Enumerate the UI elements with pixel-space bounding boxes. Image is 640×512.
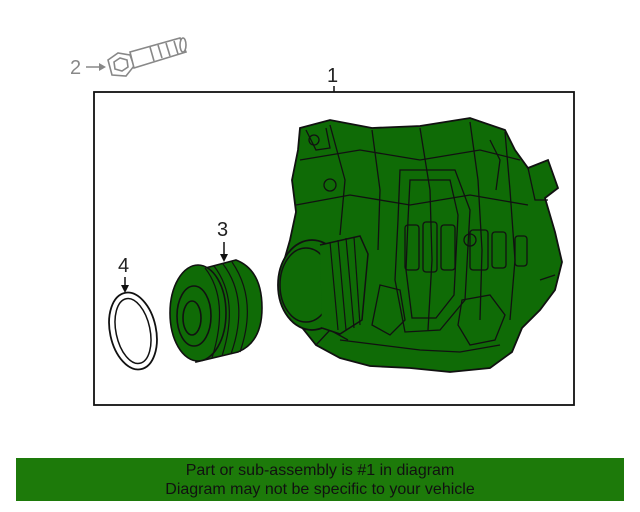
callout-3-arrow	[220, 242, 228, 262]
seal-ring-part[interactable]	[102, 288, 163, 374]
callout-4-arrow	[121, 277, 129, 293]
callout-1: 1	[327, 65, 338, 87]
callout-2: 2	[70, 57, 81, 79]
assembly-frame	[93, 91, 575, 406]
footer-banner: Part or sub-assembly is #1 in diagram Di…	[16, 458, 624, 501]
footer-line-1: Part or sub-assembly is #1 in diagram	[185, 461, 455, 479]
callout-4: 4	[118, 255, 129, 277]
callout-3: 3	[217, 219, 228, 241]
alternator-part[interactable]	[277, 117, 563, 373]
bolt-part[interactable]	[107, 37, 188, 77]
callout-2-arrow	[86, 63, 106, 71]
footer-line-2: Diagram may not be specific to your vehi…	[165, 480, 475, 498]
pulley-part[interactable]	[169, 259, 263, 363]
